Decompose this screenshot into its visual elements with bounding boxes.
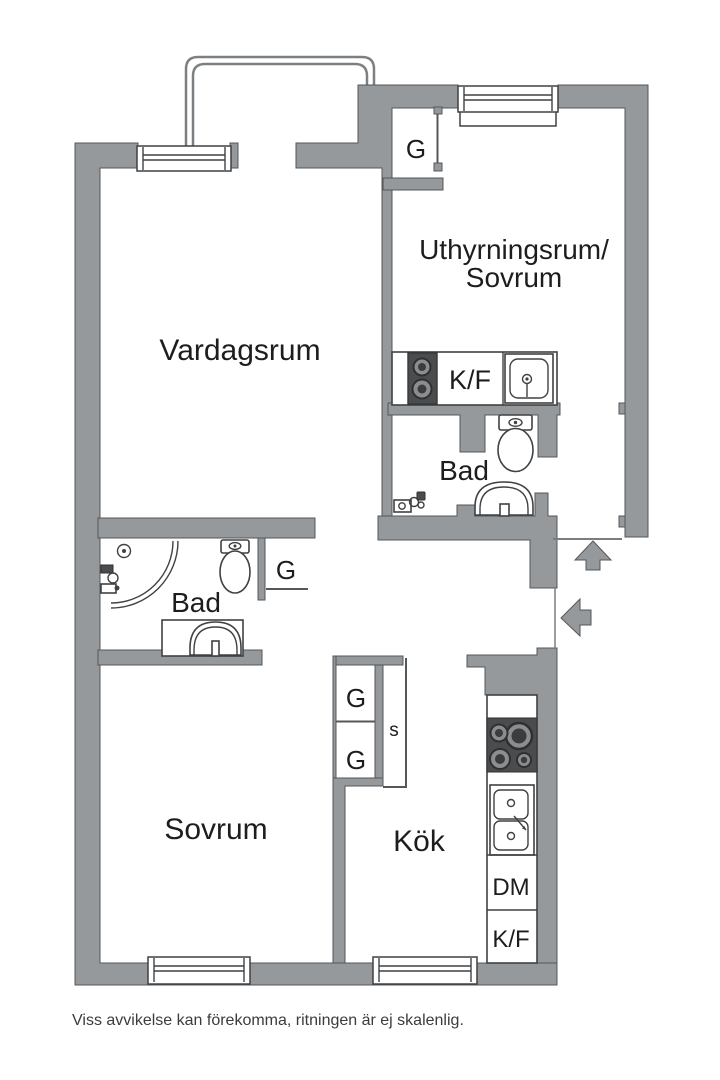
label-bad-left: Bad [171,587,221,618]
wall-center-vertical [295,84,459,518]
toilet-left-icon [219,539,251,594]
window-kitchen-bottom-icon [372,956,478,985]
label-g-hall-bottom: G [346,745,366,775]
wall-under-kitchenette [387,402,561,458]
sink-kitchen-icon [489,784,535,856]
bedroom-kitchen-divider [332,777,384,964]
entry-arrow-up-icon [573,540,613,571]
walls [74,84,649,986]
label-kf-kitchen: K/F [492,926,529,953]
left-bath-fixtures [100,539,251,657]
stove-rental-icon [407,352,438,405]
sink-rental-icon [504,353,554,404]
label-g-hall-top: G [346,683,366,713]
rental-closet-jamb-bottom [433,162,443,172]
closet-top-band [332,655,404,666]
label-g-rental: G [406,134,426,164]
window-rentalroom-top-icon [457,85,559,127]
label-s-closet: s [389,720,399,741]
label-bad-upper: Bad [439,455,489,486]
wall-under-rental-closet [382,177,444,191]
label-uthyrningsrum-line2: Sovrum [466,262,562,293]
window-livingroom-top-icon [136,145,232,172]
kitchen-counter [486,694,538,964]
label-g-bath: G [276,555,296,585]
right-wall-jamb-2 [618,515,626,528]
left-bath-east-wall [257,537,266,601]
window-bedroom-bottom-icon [147,956,251,985]
toilet-upper-icon [497,414,534,473]
shower-corner-icon [110,540,179,609]
upper-bath-fixtures [393,414,534,517]
balcony-icon [184,55,376,146]
entry-arrow-left-icon [560,597,592,638]
label-uthyrningsrum-line1: Uthyrningsrum/ [419,234,609,265]
washbasin-upper-icon [474,481,534,517]
label-kok: Kök [393,825,446,858]
upper-bath-bottom-wall [377,492,558,589]
windows [136,85,559,985]
label-kf-rental: K/F [449,365,491,395]
washer-connection-icon [393,491,426,513]
shower-tap-icon [100,564,120,594]
labels: Vardagsrum Uthyrningsrum/ Sovrum K/F Bad… [72,134,609,1029]
closet-left-edge [332,655,337,781]
closet-mid-wall [374,664,384,781]
label-dm: DM [492,874,529,901]
kitchenette [391,351,558,406]
label-vardagsrum: Vardagsrum [159,334,320,367]
disclaimer-text: Viss avvikelse kan förekomma, ritningen … [72,1012,464,1029]
openings [266,114,622,788]
vanity-basin-icon [161,619,244,657]
entry-arrows [560,540,613,638]
right-wall-jamb-1 [618,402,626,415]
livingroom-bottom-wall [97,517,316,539]
rental-closet-jamb-top [433,106,443,115]
label-sovrum: Sovrum [164,813,267,846]
stove-kitchen-icon [486,717,538,773]
outer-wall-topright [557,84,649,538]
